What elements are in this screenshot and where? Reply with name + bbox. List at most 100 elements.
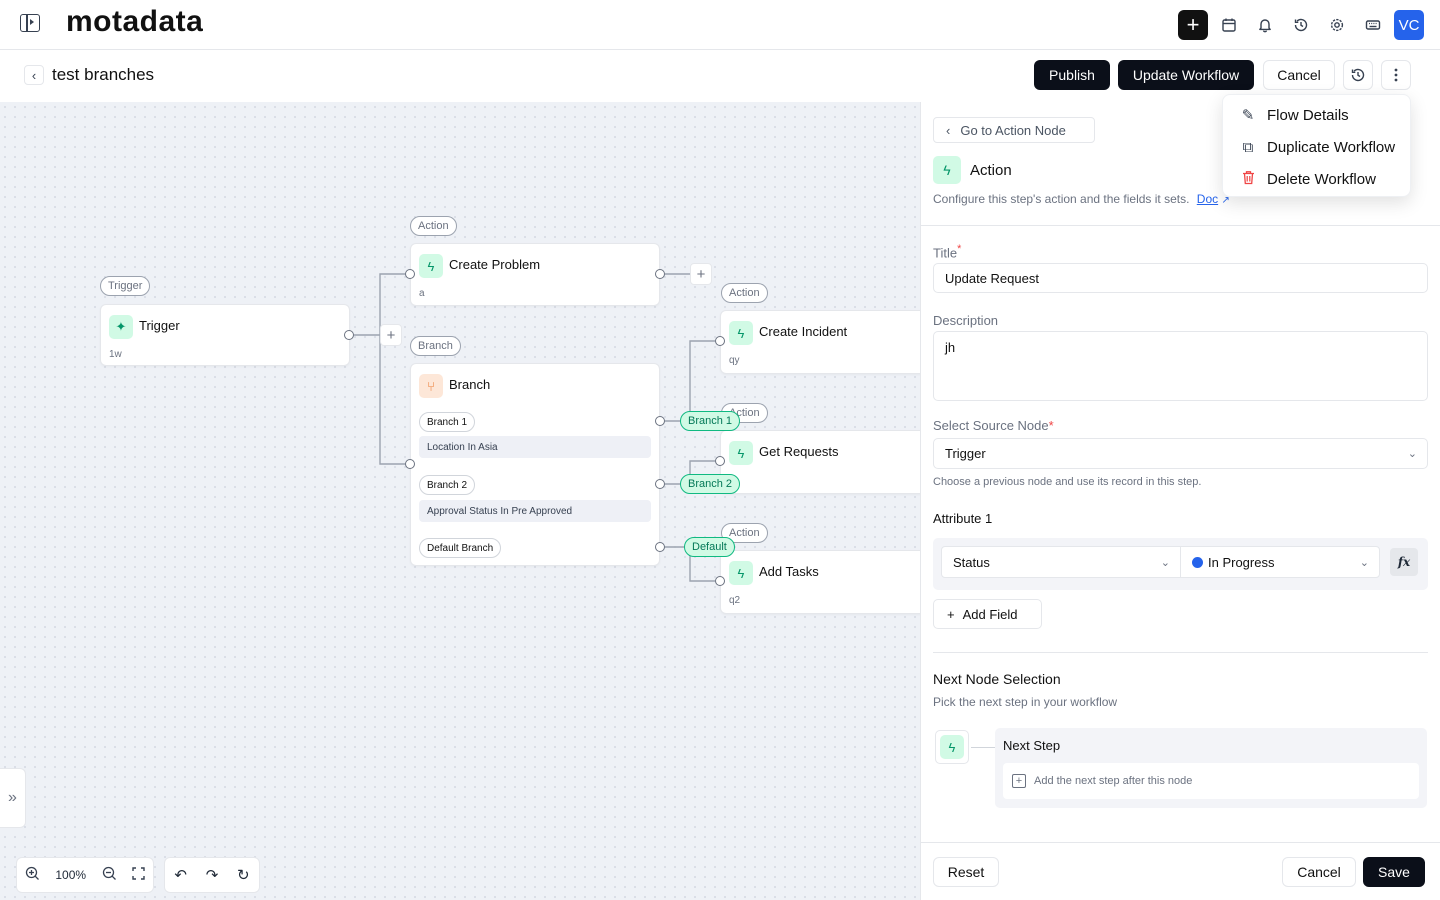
- branch-tag: Branch: [410, 336, 461, 356]
- refresh-icon[interactable]: ↻: [237, 867, 250, 884]
- create-incident-action-tag: Action: [721, 283, 768, 303]
- next-node-section-subtitle: Pick the next step in your workflow: [933, 695, 1118, 709]
- attribute-value: In Progress: [1208, 554, 1275, 570]
- expand-sidebar-chevron-icon[interactable]: »: [0, 768, 26, 828]
- trigger-tag: Trigger: [100, 276, 151, 296]
- update-workflow-button[interactable]: Update Workflow: [1118, 60, 1254, 90]
- trigger-node[interactable]: ✦ Trigger 1w: [100, 304, 350, 366]
- more-options-icon[interactable]: [1381, 60, 1411, 90]
- panel-description-text: Configure this step's action and the fie…: [933, 192, 1190, 206]
- fit-view-icon[interactable]: [132, 867, 145, 883]
- branch-node[interactable]: ⑂ Branch Branch 1 Location In Asia Branc…: [410, 363, 660, 566]
- create-problem-subtitle: a: [419, 288, 425, 299]
- get-requests-input-port[interactable]: [715, 456, 725, 466]
- branch-1-output-port[interactable]: [655, 416, 665, 426]
- create-new-button[interactable]: +: [1178, 10, 1208, 40]
- redo-icon[interactable]: ↷: [205, 867, 219, 884]
- add-field-button[interactable]: + Add Field: [933, 599, 1042, 629]
- description-textarea[interactable]: jh: [933, 331, 1428, 401]
- attribute-field-select[interactable]: Status ⌄: [941, 546, 1181, 578]
- create-incident-title: Create Incident: [759, 324, 848, 339]
- create-incident-node[interactable]: ϟ Create Incident qy: [720, 310, 920, 374]
- create-problem-input-port[interactable]: [405, 269, 415, 279]
- default-output-port[interactable]: [655, 542, 665, 552]
- source-node-hint: Choose a previous node and use its recor…: [933, 476, 1202, 488]
- description-label: Description: [933, 313, 999, 328]
- get-requests-node[interactable]: ϟ Get Requests: [720, 430, 920, 494]
- trigger-output-port[interactable]: [344, 330, 354, 340]
- history-icon[interactable]: [1286, 10, 1316, 40]
- title-label-text: Title: [933, 245, 958, 261]
- edge-branch2-to-get-requests: [665, 460, 715, 485]
- sidebar-toggle-icon[interactable]: [20, 14, 40, 32]
- undo-icon[interactable]: ↶: [174, 867, 187, 884]
- edge-default-to-add-tasks: [665, 546, 715, 582]
- add-next-step-label: Add the next step after this node: [1034, 775, 1193, 787]
- node-config-panel: ‹ Go to Action Node ϟ Action Configure t…: [920, 102, 1440, 900]
- go-to-action-node-button[interactable]: ‹ Go to Action Node: [933, 117, 1095, 143]
- branch-2-edge-label[interactable]: Branch 2: [680, 474, 741, 494]
- external-link-icon: ↗: [1221, 195, 1230, 206]
- menu-item-label: Duplicate Workflow: [1267, 138, 1396, 156]
- formula-fx-button[interactable]: fx: [1390, 548, 1418, 576]
- panel-divider: [921, 225, 1440, 226]
- branch-input-port[interactable]: [405, 459, 415, 469]
- branch-1-edge-label[interactable]: Branch 1: [680, 411, 741, 431]
- panel-footer: Reset Cancel Save: [921, 842, 1440, 900]
- trigger-node-subtitle: 1w: [109, 349, 122, 360]
- app-logo: motadata: [66, 5, 204, 38]
- add-next-step-button[interactable]: + Add the next step after this node: [1003, 763, 1419, 799]
- panel-cancel-button[interactable]: Cancel: [1282, 857, 1356, 887]
- lightning-icon: ϟ: [933, 156, 961, 184]
- zoom-out-icon[interactable]: [102, 866, 117, 884]
- reset-button[interactable]: Reset: [933, 857, 999, 887]
- doc-link[interactable]: Doc: [1196, 192, 1219, 206]
- zoom-level: 100%: [55, 868, 87, 882]
- workflow-canvas[interactable]: Trigger ✦ Trigger 1w + Action ϟ Create P…: [0, 102, 920, 900]
- menu-item-label: Flow Details: [1267, 106, 1349, 124]
- edge-trigger-to-create-problem: [354, 273, 405, 336]
- add-node-button[interactable]: +: [380, 324, 402, 346]
- publish-button[interactable]: Publish: [1034, 60, 1110, 90]
- add-tasks-node[interactable]: ϟ Add Tasks q2: [720, 550, 920, 614]
- cancel-button[interactable]: Cancel: [1263, 60, 1335, 90]
- source-node-select[interactable]: Trigger ⌄: [933, 438, 1428, 469]
- branch-node-title: Branch: [449, 377, 491, 392]
- lightning-icon: ϟ: [729, 561, 753, 585]
- add-after-create-problem-button[interactable]: +: [690, 263, 712, 285]
- source-node-label: Select Source Node*: [933, 418, 1054, 433]
- bell-icon[interactable]: [1250, 10, 1280, 40]
- default-edge-label[interactable]: Default: [684, 537, 735, 557]
- add-tasks-input-port[interactable]: [715, 576, 725, 586]
- add-tasks-action-tag: Action: [721, 523, 768, 543]
- user-avatar[interactable]: VC: [1394, 10, 1424, 40]
- workflow-edges: [354, 273, 715, 582]
- zoom-in-icon[interactable]: [25, 866, 40, 884]
- branch-icon: ⑂: [419, 374, 443, 398]
- trash-icon: [1239, 170, 1257, 189]
- attribute-field-value: Status: [953, 554, 990, 570]
- keyboard-icon[interactable]: [1358, 10, 1388, 40]
- create-incident-input-port[interactable]: [715, 336, 725, 346]
- create-problem-output-port[interactable]: [655, 269, 665, 279]
- calendar-icon[interactable]: [1214, 10, 1244, 40]
- plus-icon: +: [947, 606, 955, 622]
- menu-item-flow-details[interactable]: ✎ Flow Details: [1239, 103, 1349, 127]
- menu-item-duplicate-workflow[interactable]: ⧉ Duplicate Workflow: [1239, 135, 1395, 159]
- branch-2-output-port[interactable]: [655, 479, 665, 489]
- attribute-value-select[interactable]: In Progress ⌄: [1180, 546, 1380, 578]
- page-title: test branches: [52, 65, 155, 84]
- menu-item-label: Delete Workflow: [1267, 170, 1376, 188]
- version-history-icon[interactable]: [1343, 60, 1373, 90]
- trigger-node-title: Trigger: [139, 318, 180, 333]
- back-chevron-icon[interactable]: ‹: [24, 65, 44, 85]
- create-incident-subtitle: qy: [729, 355, 740, 366]
- title-input[interactable]: Update Request: [933, 263, 1428, 293]
- create-problem-node[interactable]: ϟ Create Problem a: [410, 243, 660, 306]
- settings-gear-icon[interactable]: [1322, 10, 1352, 40]
- save-button[interactable]: Save: [1363, 857, 1425, 887]
- panel-title: Action: [970, 162, 1012, 179]
- next-step-connector: [971, 747, 995, 748]
- next-step-title: Next Step: [1003, 738, 1061, 753]
- menu-item-delete-workflow[interactable]: Delete Workflow: [1239, 167, 1376, 191]
